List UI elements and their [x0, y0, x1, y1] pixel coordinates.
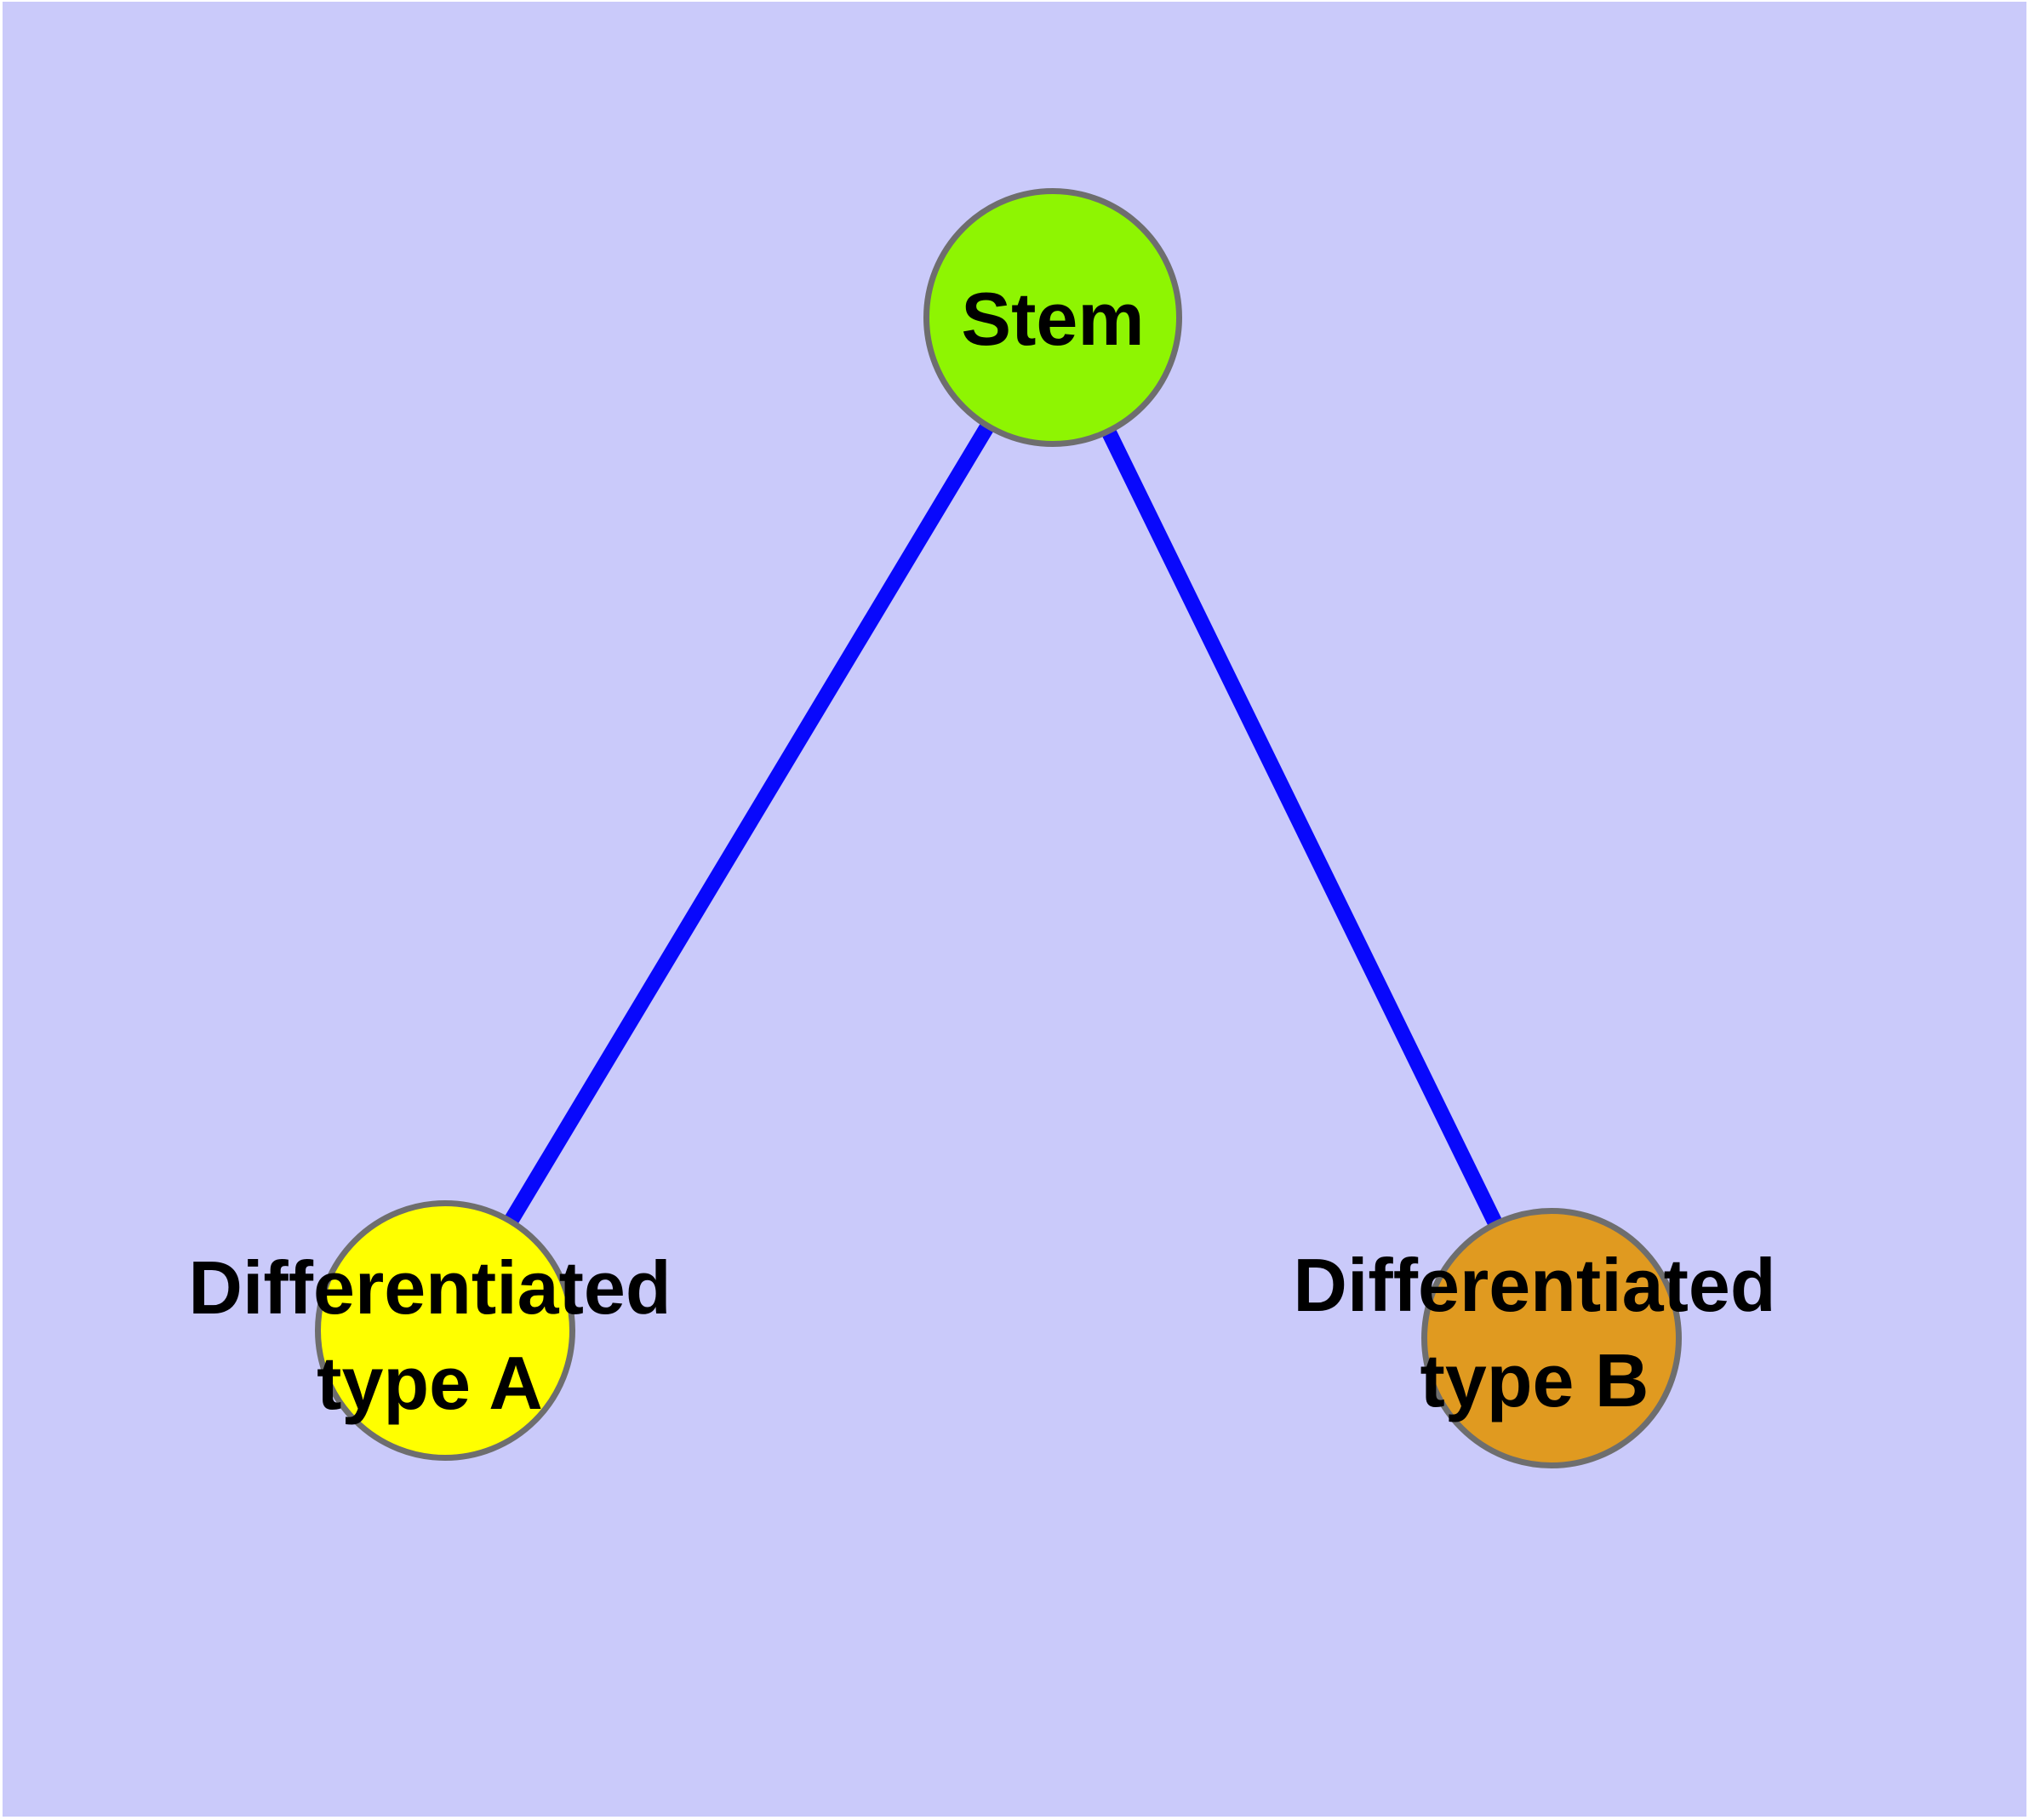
node-type-b-label: Differentiated type B	[1293, 1238, 1775, 1428]
node-type-a-label: Differentiated type A	[188, 1240, 671, 1431]
node-type-b-label-line-2: type B	[1420, 1338, 1649, 1422]
node-type-a-label-line-1: Differentiated	[188, 1245, 672, 1330]
node-stem-label: Stem	[961, 272, 1144, 367]
node-stem-circle	[923, 188, 1182, 447]
edge-stem-to-type-b	[1045, 314, 1559, 1342]
node-type-a-label-line-2: type A	[317, 1341, 543, 1425]
edge-stem-to-type-a	[438, 313, 1060, 1335]
node-stem-label-line: Stem	[961, 277, 1145, 361]
node-type-b-label-line-1: Differentiated	[1293, 1243, 1776, 1327]
node-type-b-circle	[1421, 1208, 1682, 1468]
node-type-a-circle	[315, 1200, 575, 1461]
